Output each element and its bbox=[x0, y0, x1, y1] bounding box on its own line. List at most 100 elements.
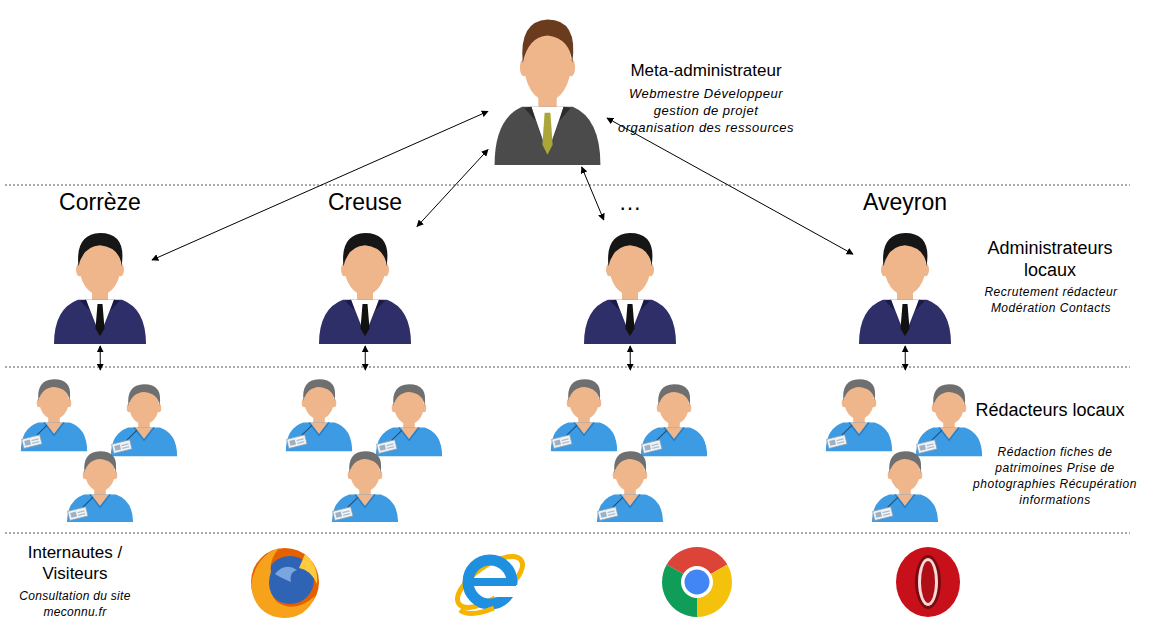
person-badge bbox=[112, 440, 132, 454]
person-hair bbox=[883, 233, 927, 266]
firefox-icon bbox=[299, 554, 317, 584]
editor-person bbox=[872, 451, 938, 522]
department-name: Creuse bbox=[265, 189, 465, 215]
person-lapel bbox=[80, 300, 100, 340]
person-hair bbox=[84, 451, 116, 473]
person-body bbox=[111, 427, 177, 456]
tier-label: Internautes / Visiteurs bbox=[5, 542, 145, 584]
person-lapel bbox=[548, 107, 571, 159]
person-badge bbox=[287, 435, 307, 449]
person-tie bbox=[542, 113, 552, 155]
person-body bbox=[826, 422, 892, 451]
local-admin-node: … bbox=[580, 222, 680, 344]
person-badge bbox=[22, 435, 42, 449]
person-body bbox=[67, 494, 133, 522]
person-badge bbox=[829, 440, 836, 446]
local-admin-node: Corrèze bbox=[50, 222, 150, 344]
person-lapel bbox=[610, 300, 630, 340]
person-body bbox=[319, 300, 411, 344]
opera-icon bbox=[921, 561, 935, 603]
person-badge bbox=[31, 438, 38, 441]
person-badge bbox=[77, 510, 84, 513]
person-lapel bbox=[630, 300, 650, 340]
person-badge bbox=[561, 438, 568, 441]
person-tie bbox=[361, 304, 370, 336]
person-badge bbox=[552, 435, 572, 449]
ie-icon bbox=[460, 608, 494, 614]
person-badge bbox=[114, 445, 121, 451]
person-icon bbox=[490, 5, 605, 165]
person-badge bbox=[333, 507, 353, 521]
person-hair bbox=[349, 451, 381, 473]
local-admin-node: Creuse bbox=[315, 222, 415, 344]
person-badge bbox=[652, 446, 659, 449]
person-badge bbox=[883, 513, 890, 516]
person-body bbox=[286, 422, 352, 451]
department-name: Corrèze bbox=[0, 189, 200, 215]
editor-group-node bbox=[18, 372, 183, 522]
chrome-icon bbox=[685, 570, 710, 595]
person-hair bbox=[933, 384, 965, 406]
person-collar bbox=[939, 427, 959, 440]
person-badge bbox=[598, 507, 618, 521]
editor-person bbox=[641, 384, 707, 456]
person-badge bbox=[827, 435, 847, 449]
person-hair bbox=[78, 233, 122, 266]
double-arrow bbox=[365, 346, 366, 370]
person-badge bbox=[642, 440, 662, 454]
editor-group-node bbox=[548, 372, 713, 522]
person-icon bbox=[50, 222, 150, 344]
editor-group-icon bbox=[18, 372, 183, 522]
person-body bbox=[21, 422, 87, 451]
tier-description: Recrutement rédacteur Modération Contact… bbox=[965, 284, 1137, 316]
person-badge bbox=[598, 507, 618, 521]
person-collar bbox=[620, 494, 640, 507]
department-name: … bbox=[530, 189, 730, 215]
role-title: Meta-administrateur bbox=[606, 61, 806, 81]
person-badge bbox=[600, 512, 607, 518]
editor-person bbox=[376, 384, 442, 456]
person-lapel bbox=[885, 300, 905, 340]
ie-icon bbox=[450, 547, 531, 617]
person-hair bbox=[614, 451, 646, 473]
person-badge bbox=[837, 441, 844, 444]
person-body bbox=[872, 494, 938, 522]
person-badge bbox=[78, 513, 85, 516]
person-badge bbox=[343, 513, 350, 516]
person-hair bbox=[608, 233, 652, 266]
person-badge bbox=[554, 440, 561, 446]
person-badge bbox=[386, 443, 393, 446]
tier-separator bbox=[5, 185, 1130, 186]
person-badge bbox=[562, 441, 569, 444]
person-body bbox=[332, 494, 398, 522]
person-collar bbox=[895, 494, 915, 507]
ie-icon bbox=[494, 585, 520, 597]
person-collar bbox=[355, 494, 375, 507]
chrome-icon bbox=[681, 566, 713, 598]
person-body bbox=[584, 300, 676, 344]
person-hair bbox=[843, 379, 875, 401]
editor-person bbox=[916, 384, 982, 456]
person-badge bbox=[296, 438, 303, 441]
person-badge bbox=[917, 440, 937, 454]
person-body bbox=[376, 427, 442, 456]
person-tie bbox=[626, 304, 635, 336]
double-arrow bbox=[607, 118, 853, 254]
person-badge bbox=[926, 443, 933, 446]
person-collar bbox=[44, 422, 64, 435]
person-body bbox=[597, 494, 663, 522]
person-hair bbox=[889, 451, 921, 473]
role-description: Webmestre Développeur gestion de projet … bbox=[616, 85, 796, 136]
editor-person bbox=[21, 379, 87, 451]
firefox-icon bbox=[275, 567, 297, 582]
double-arrow bbox=[630, 346, 631, 370]
editor-person bbox=[286, 379, 352, 451]
person-badge bbox=[917, 440, 937, 454]
person-body bbox=[641, 427, 707, 456]
person-badge bbox=[919, 445, 926, 451]
editor-group-icon bbox=[548, 372, 713, 522]
person-hair bbox=[128, 384, 160, 406]
